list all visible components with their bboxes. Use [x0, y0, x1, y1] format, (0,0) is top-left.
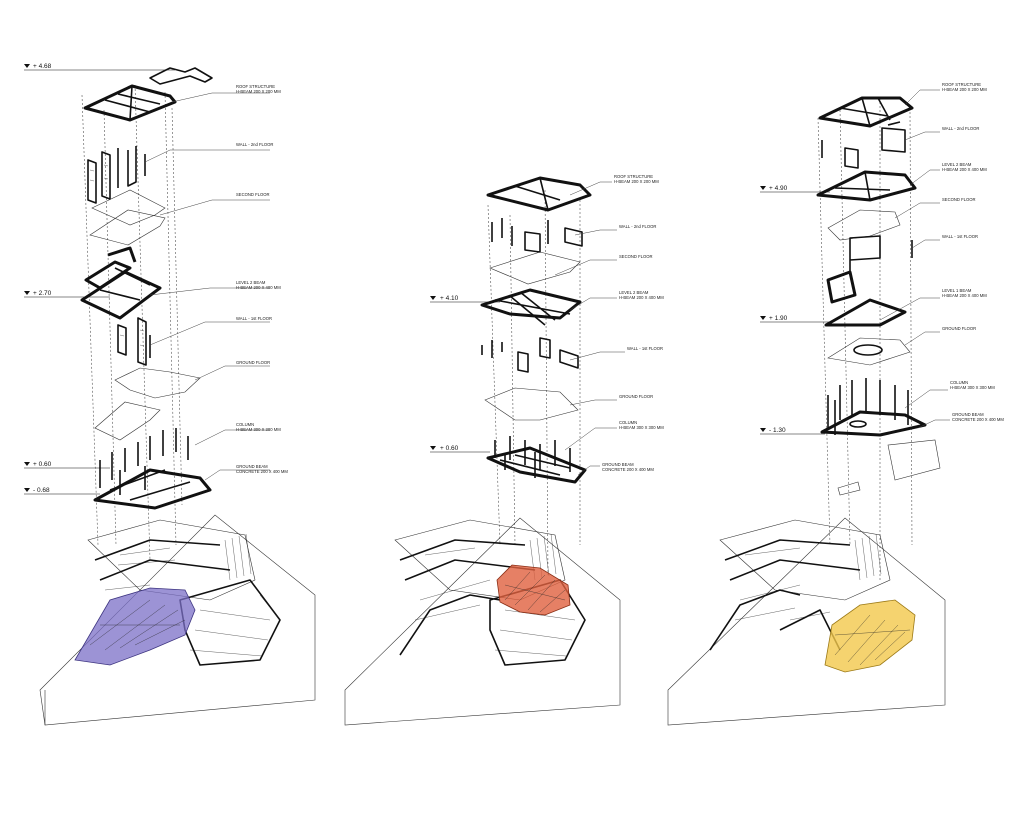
left-level-label: - 0.68 [33, 487, 50, 494]
walls-2nd-floor [87, 146, 146, 204]
level-2-beam [480, 288, 582, 326]
middle-level-label: + 0.60 [440, 445, 459, 452]
middle-component-label: GROUND FLOOR [619, 394, 653, 399]
middle-level-lines [430, 296, 500, 453]
right-component-label: SECOND FLOOR [942, 197, 976, 202]
roof-rafters [104, 85, 161, 121]
ground-terrain-piece [887, 439, 941, 481]
level-2-beam [80, 246, 162, 320]
left-level-label: + 2.70 [33, 290, 52, 297]
middle-exploded-diagram [344, 176, 625, 726]
level-marker-icon [24, 488, 30, 492]
middle-columns [486, 436, 587, 484]
left-component-label: GROUND FLOOR [236, 360, 270, 365]
right-level-label: + 1.90 [769, 315, 788, 322]
left-component-label: SECOND FLOOR [236, 192, 270, 197]
right-component-label: GROUND FLOOR [942, 326, 976, 331]
right-exploded-diagram [667, 89, 950, 726]
walls-2nd-floor [491, 218, 583, 253]
left-columns [93, 428, 212, 510]
ground-floor-round-element [853, 344, 883, 356]
roof-structure [83, 84, 177, 122]
middle-highlight-volume [496, 564, 571, 616]
walls-2nd-floor [821, 121, 906, 169]
walls-1st-floor [481, 337, 579, 373]
level-marker-icon [24, 462, 30, 466]
walls-1st-floor [117, 317, 151, 366]
walls-1st-floor [849, 235, 913, 272]
ground-floor-plate [94, 401, 161, 441]
left-level-label: + 4.68 [33, 63, 52, 70]
right-leaders [879, 89, 950, 429]
ground-floor-slab [827, 337, 911, 366]
second-floor-slab [489, 251, 581, 285]
left-level-label: + 0.60 [33, 461, 52, 468]
middle-level-label: + 4.10 [440, 295, 459, 302]
middle-site-model [344, 517, 621, 726]
left-exploded-diagram [24, 64, 316, 726]
level-marker-icon [430, 296, 436, 300]
left-leaders [144, 92, 270, 481]
right-component-label: WALL - 1st FLOOR [942, 234, 978, 239]
second-floor-slab [89, 209, 166, 246]
level-marker-icon [760, 316, 766, 320]
left-component-label: WALL - 2nd FLOOR [236, 142, 273, 147]
roof-structure [818, 96, 914, 128]
level-1-beam [824, 270, 907, 327]
level-marker-icon [24, 291, 30, 295]
roof-rafters [839, 97, 891, 127]
right-level-label: - 1.30 [769, 427, 786, 434]
roof-structure [486, 176, 592, 212]
middle-component-label: SECOND FLOOR [619, 254, 653, 259]
level-2-beam [816, 170, 917, 202]
right-columns [820, 378, 927, 437]
left-level-lines [24, 64, 175, 495]
right-level-label: + 4.90 [769, 185, 788, 192]
right-level-lines [760, 186, 830, 435]
level-marker-icon [24, 64, 30, 68]
level-marker-icon [430, 446, 436, 450]
level-marker-icon [760, 186, 766, 190]
level-marker-icon [760, 428, 766, 432]
second-floor-slab [827, 209, 901, 241]
right-highlight-volume [824, 599, 916, 673]
roof-rafters [514, 177, 561, 211]
right-component-label: WALL - 2nd FLOOR [942, 126, 979, 131]
middle-component-label: WALL - 1st FLOOR [627, 346, 663, 351]
left-site-model [39, 514, 316, 726]
left-highlight-volume [74, 587, 196, 666]
ground-floor-slab [484, 387, 579, 421]
ground-floor-slab [114, 367, 201, 399]
left-component-label: WALL - 1st FLOOR [236, 316, 272, 321]
right-site-model [667, 517, 946, 726]
roof-ridge [149, 67, 213, 85]
middle-leaders [554, 181, 625, 476]
ground-step-piece [837, 481, 861, 496]
second-floor-plate [91, 189, 166, 226]
middle-component-label: WALL - 2nd FLOOR [619, 224, 656, 229]
